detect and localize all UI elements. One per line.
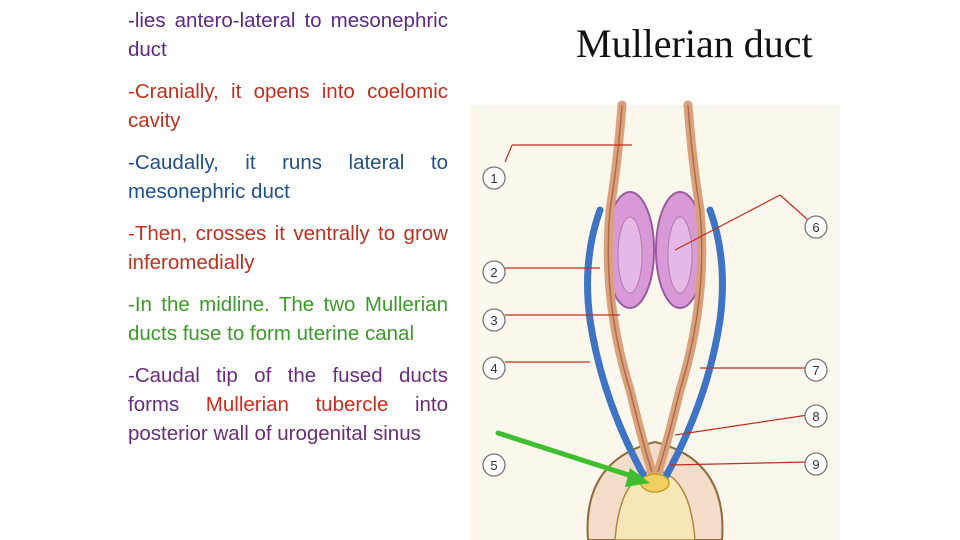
slide-title: Mullerian duct [576, 20, 813, 67]
duct-diagram: 1 2 3 4 5 6 7 8 9 [470, 100, 840, 540]
bullet-5: -In the midline. The two Mullerian ducts… [128, 290, 448, 348]
label-1: 1 [490, 171, 497, 186]
label-2: 2 [490, 265, 497, 280]
label-6: 6 [812, 220, 819, 235]
label-9: 9 [812, 457, 819, 472]
bullet-list: -lies antero-lateral to mesonephric duct… [128, 6, 448, 461]
label-4: 4 [490, 361, 497, 376]
gonad-inner-right [668, 217, 692, 293]
bullet-6: -Caudal tip of the fused ducts forms Mul… [128, 361, 448, 448]
label-5: 5 [490, 458, 497, 473]
bullet-1: -lies antero-lateral to mesonephric duct [128, 6, 448, 64]
label-7: 7 [812, 363, 819, 378]
label-8: 8 [812, 409, 819, 424]
mullerian-tubercle-highlight: Mullerian tubercle [206, 393, 389, 416]
bullet-3: -Caudally, it runs lateral to mesonephri… [128, 148, 448, 206]
bullet-2: -Cranially, it opens into coelomic cavit… [128, 77, 448, 135]
gonad-inner-left [618, 217, 642, 293]
label-3: 3 [490, 313, 497, 328]
bullet-4: -Then, crosses it ventrally to grow infe… [128, 219, 448, 277]
